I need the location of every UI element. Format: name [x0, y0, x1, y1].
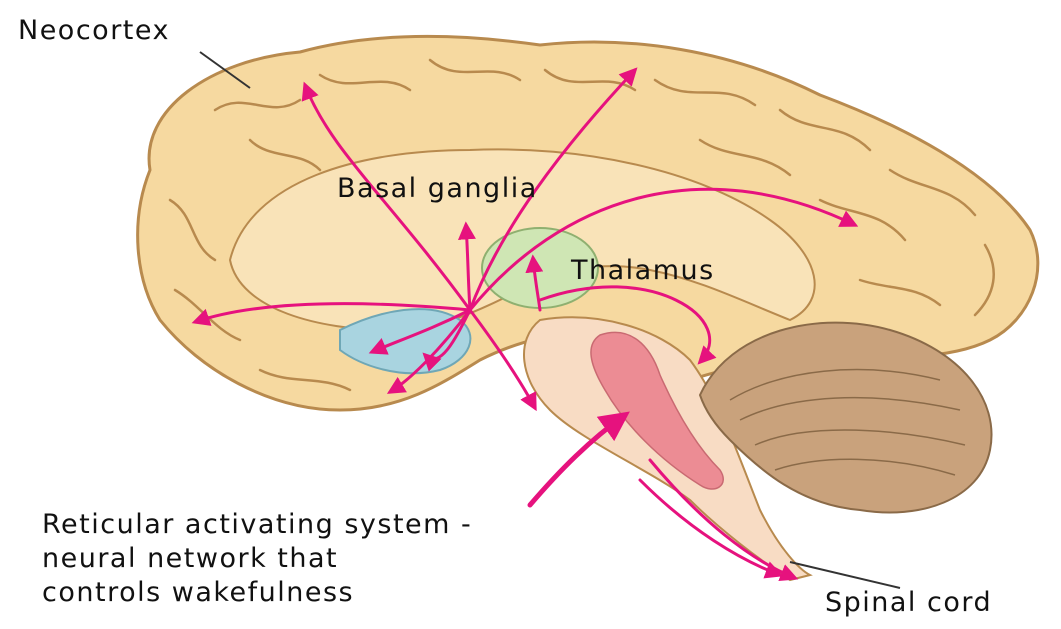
thalamus-label: Thalamus: [571, 254, 715, 288]
ras-label-line-3: controls wakefulness: [42, 576, 472, 610]
ras-label-line-2: neural network that: [42, 542, 472, 576]
basal-ganglia-label: Basal ganglia: [337, 172, 538, 206]
neocortex-label: Neocortex: [18, 14, 170, 48]
spinal-cord-label: Spinal cord: [825, 586, 992, 620]
ras-label-line-1: Reticular activating system -: [42, 508, 472, 542]
reticular-activating-system-label: Reticular activating system - neural net…: [42, 508, 472, 610]
